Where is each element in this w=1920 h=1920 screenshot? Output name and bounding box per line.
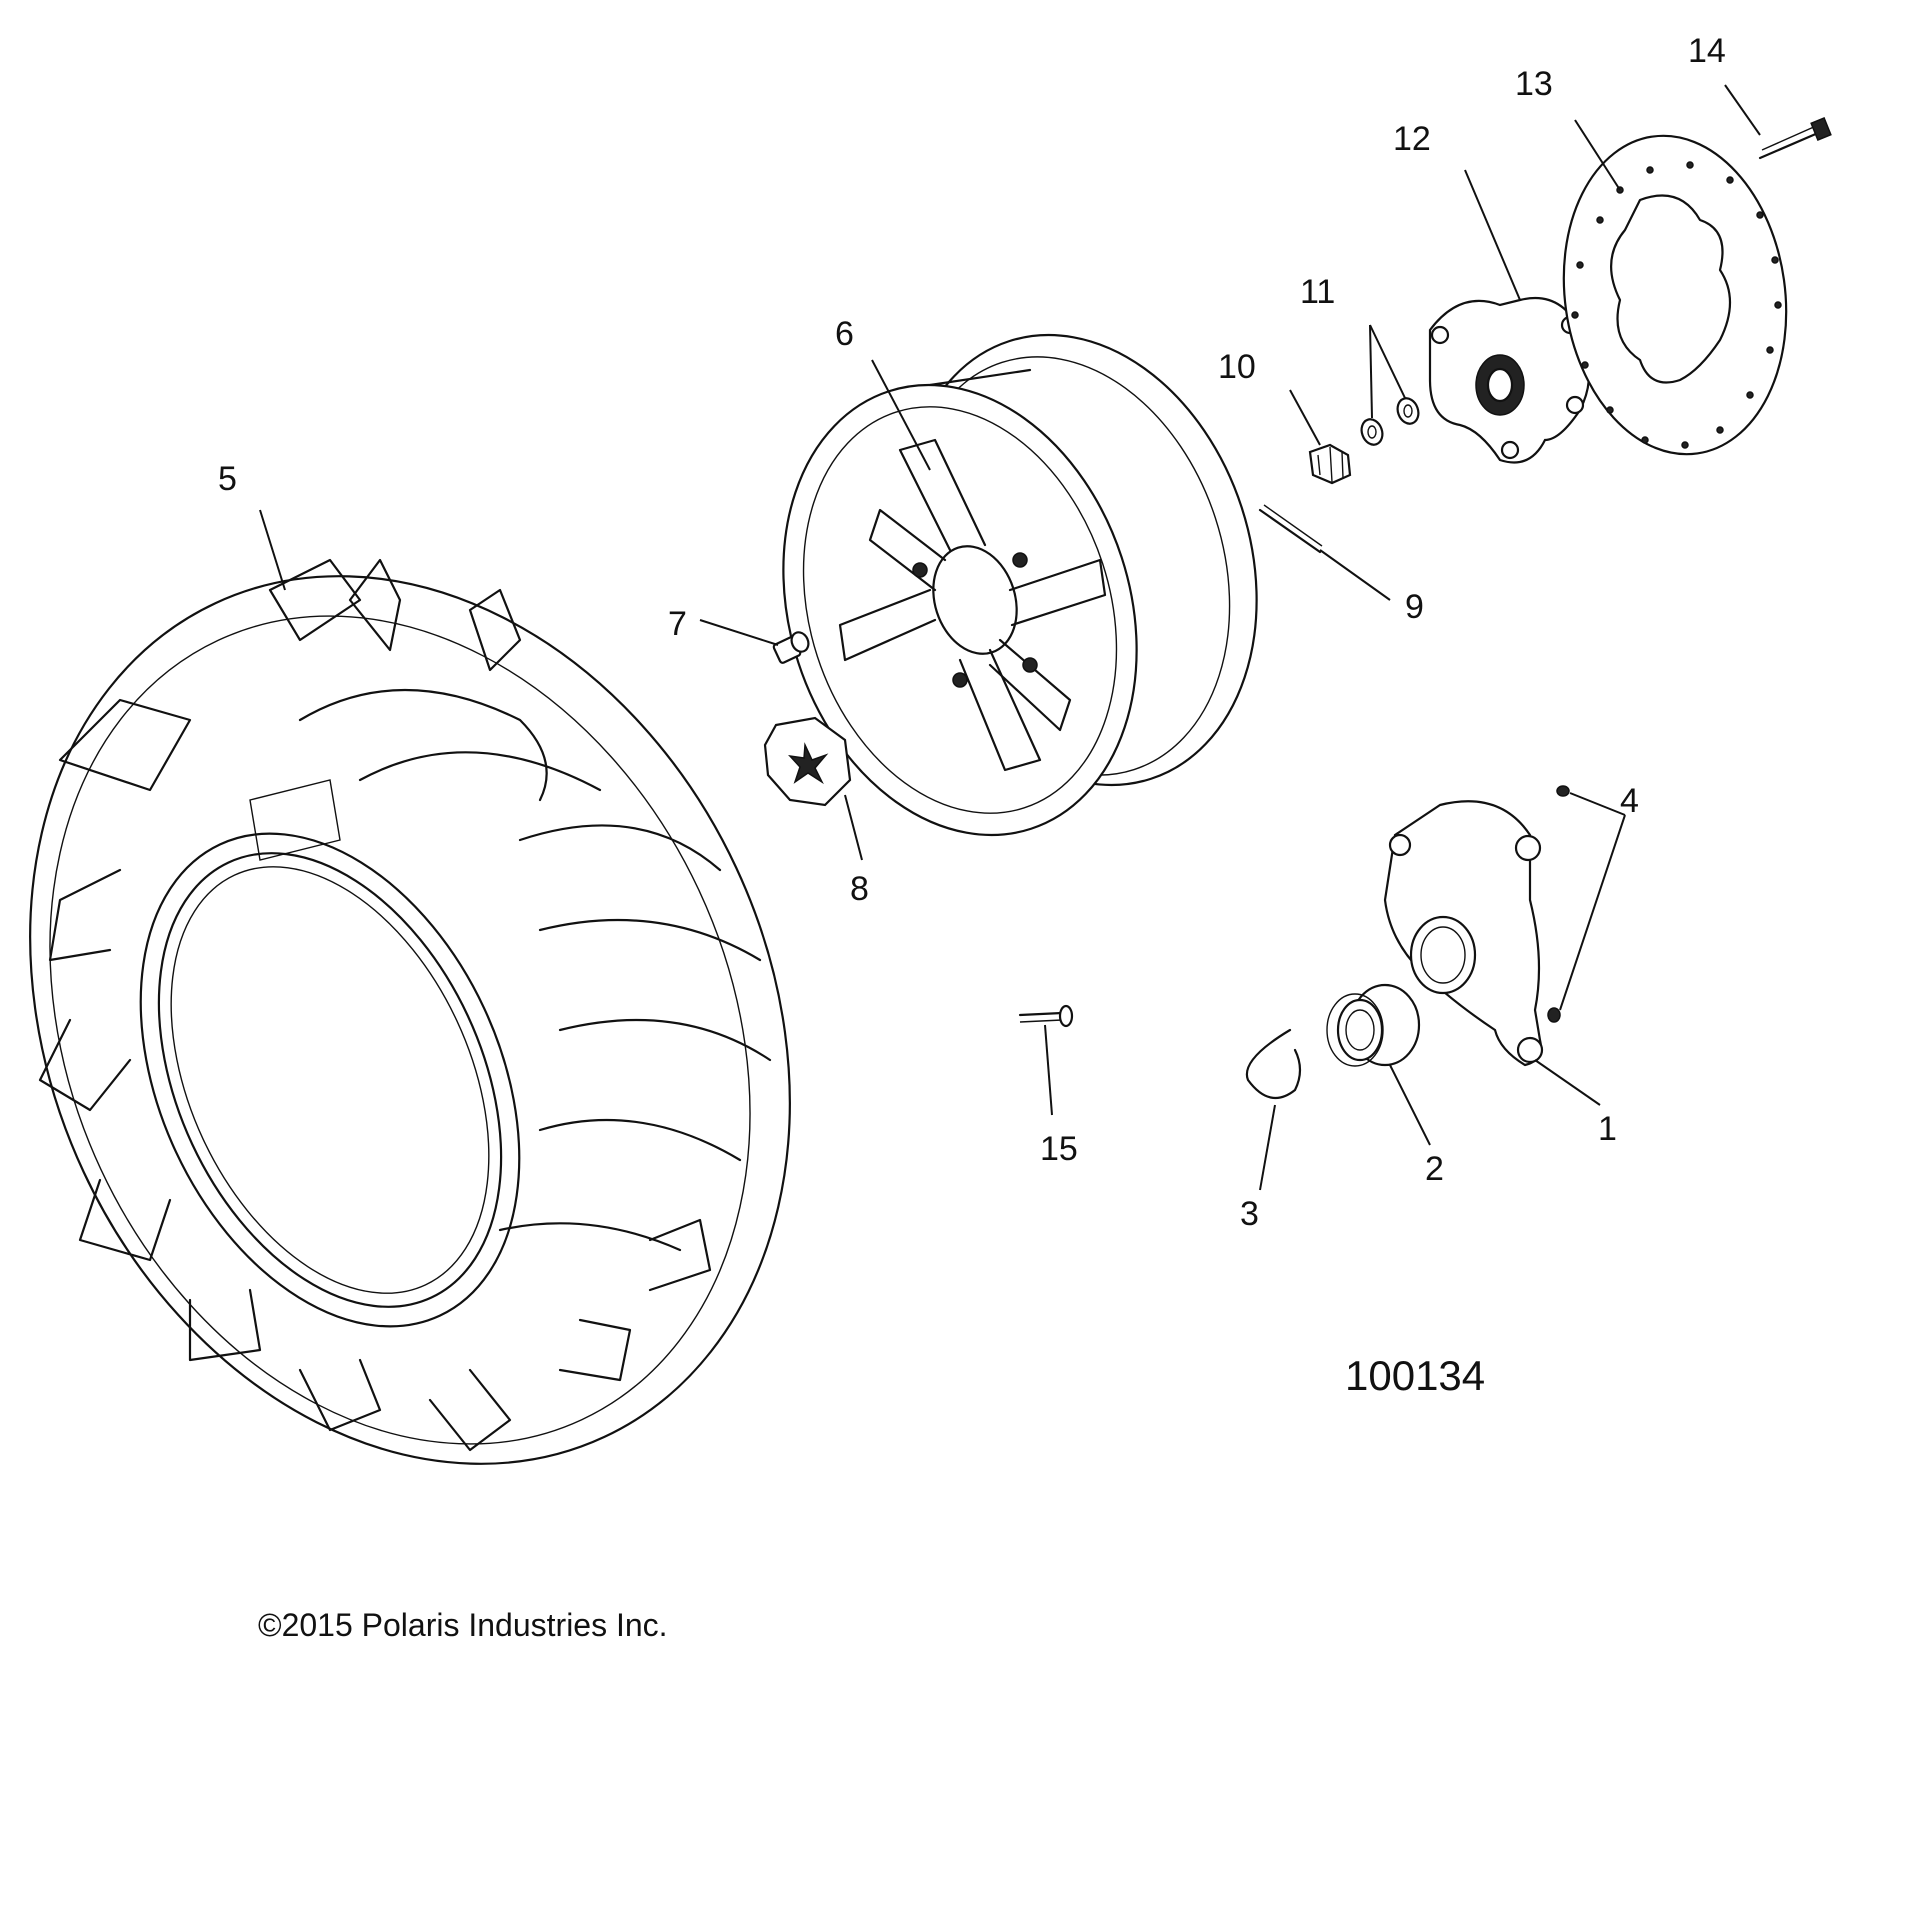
callout-8: 8 <box>850 870 869 908</box>
cotter-pin-part <box>1258 504 1323 554</box>
wheel-rim-part <box>782 333 1258 837</box>
callout-5: 5 <box>218 460 237 498</box>
callout-4: 4 <box>1620 782 1639 820</box>
callouts: 1 2 3 4 5 6 7 8 9 10 11 12 13 14 15 <box>218 32 1726 1233</box>
callout-9: 9 <box>1405 588 1424 626</box>
washers-part <box>1360 397 1420 446</box>
screws-part <box>1547 785 1570 1023</box>
bearing-carrier-part <box>1383 800 1544 1067</box>
callout-3: 3 <box>1240 1195 1259 1233</box>
tire-part <box>29 558 791 1465</box>
bolt-part <box>1758 117 1832 160</box>
callout-11: 11 <box>1300 273 1335 311</box>
copyright-notice: ©2015 Polaris Industries Inc. <box>258 1607 668 1643</box>
bearing-part <box>1326 983 1421 1067</box>
figure-number: 100134 <box>1345 1352 1485 1399</box>
pin-part <box>1018 1004 1074 1028</box>
lug-nut-part <box>772 631 810 664</box>
snap-ring-part <box>1245 1028 1302 1100</box>
castle-nut-part <box>1308 443 1352 485</box>
callout-13: 13 <box>1515 65 1553 103</box>
callout-15: 15 <box>1040 1130 1078 1168</box>
callout-7: 7 <box>668 605 687 643</box>
callout-10: 10 <box>1218 348 1256 386</box>
callout-14: 14 <box>1688 32 1726 70</box>
callout-1: 1 <box>1598 1110 1617 1148</box>
leader-lines <box>259 84 1761 1191</box>
callout-2: 2 <box>1425 1150 1444 1188</box>
callout-12: 12 <box>1393 120 1431 158</box>
wheel-hub-part <box>1428 296 1590 464</box>
center-cap-part <box>763 716 852 807</box>
brake-disc-part <box>1562 134 1788 456</box>
callout-6: 6 <box>835 315 854 353</box>
